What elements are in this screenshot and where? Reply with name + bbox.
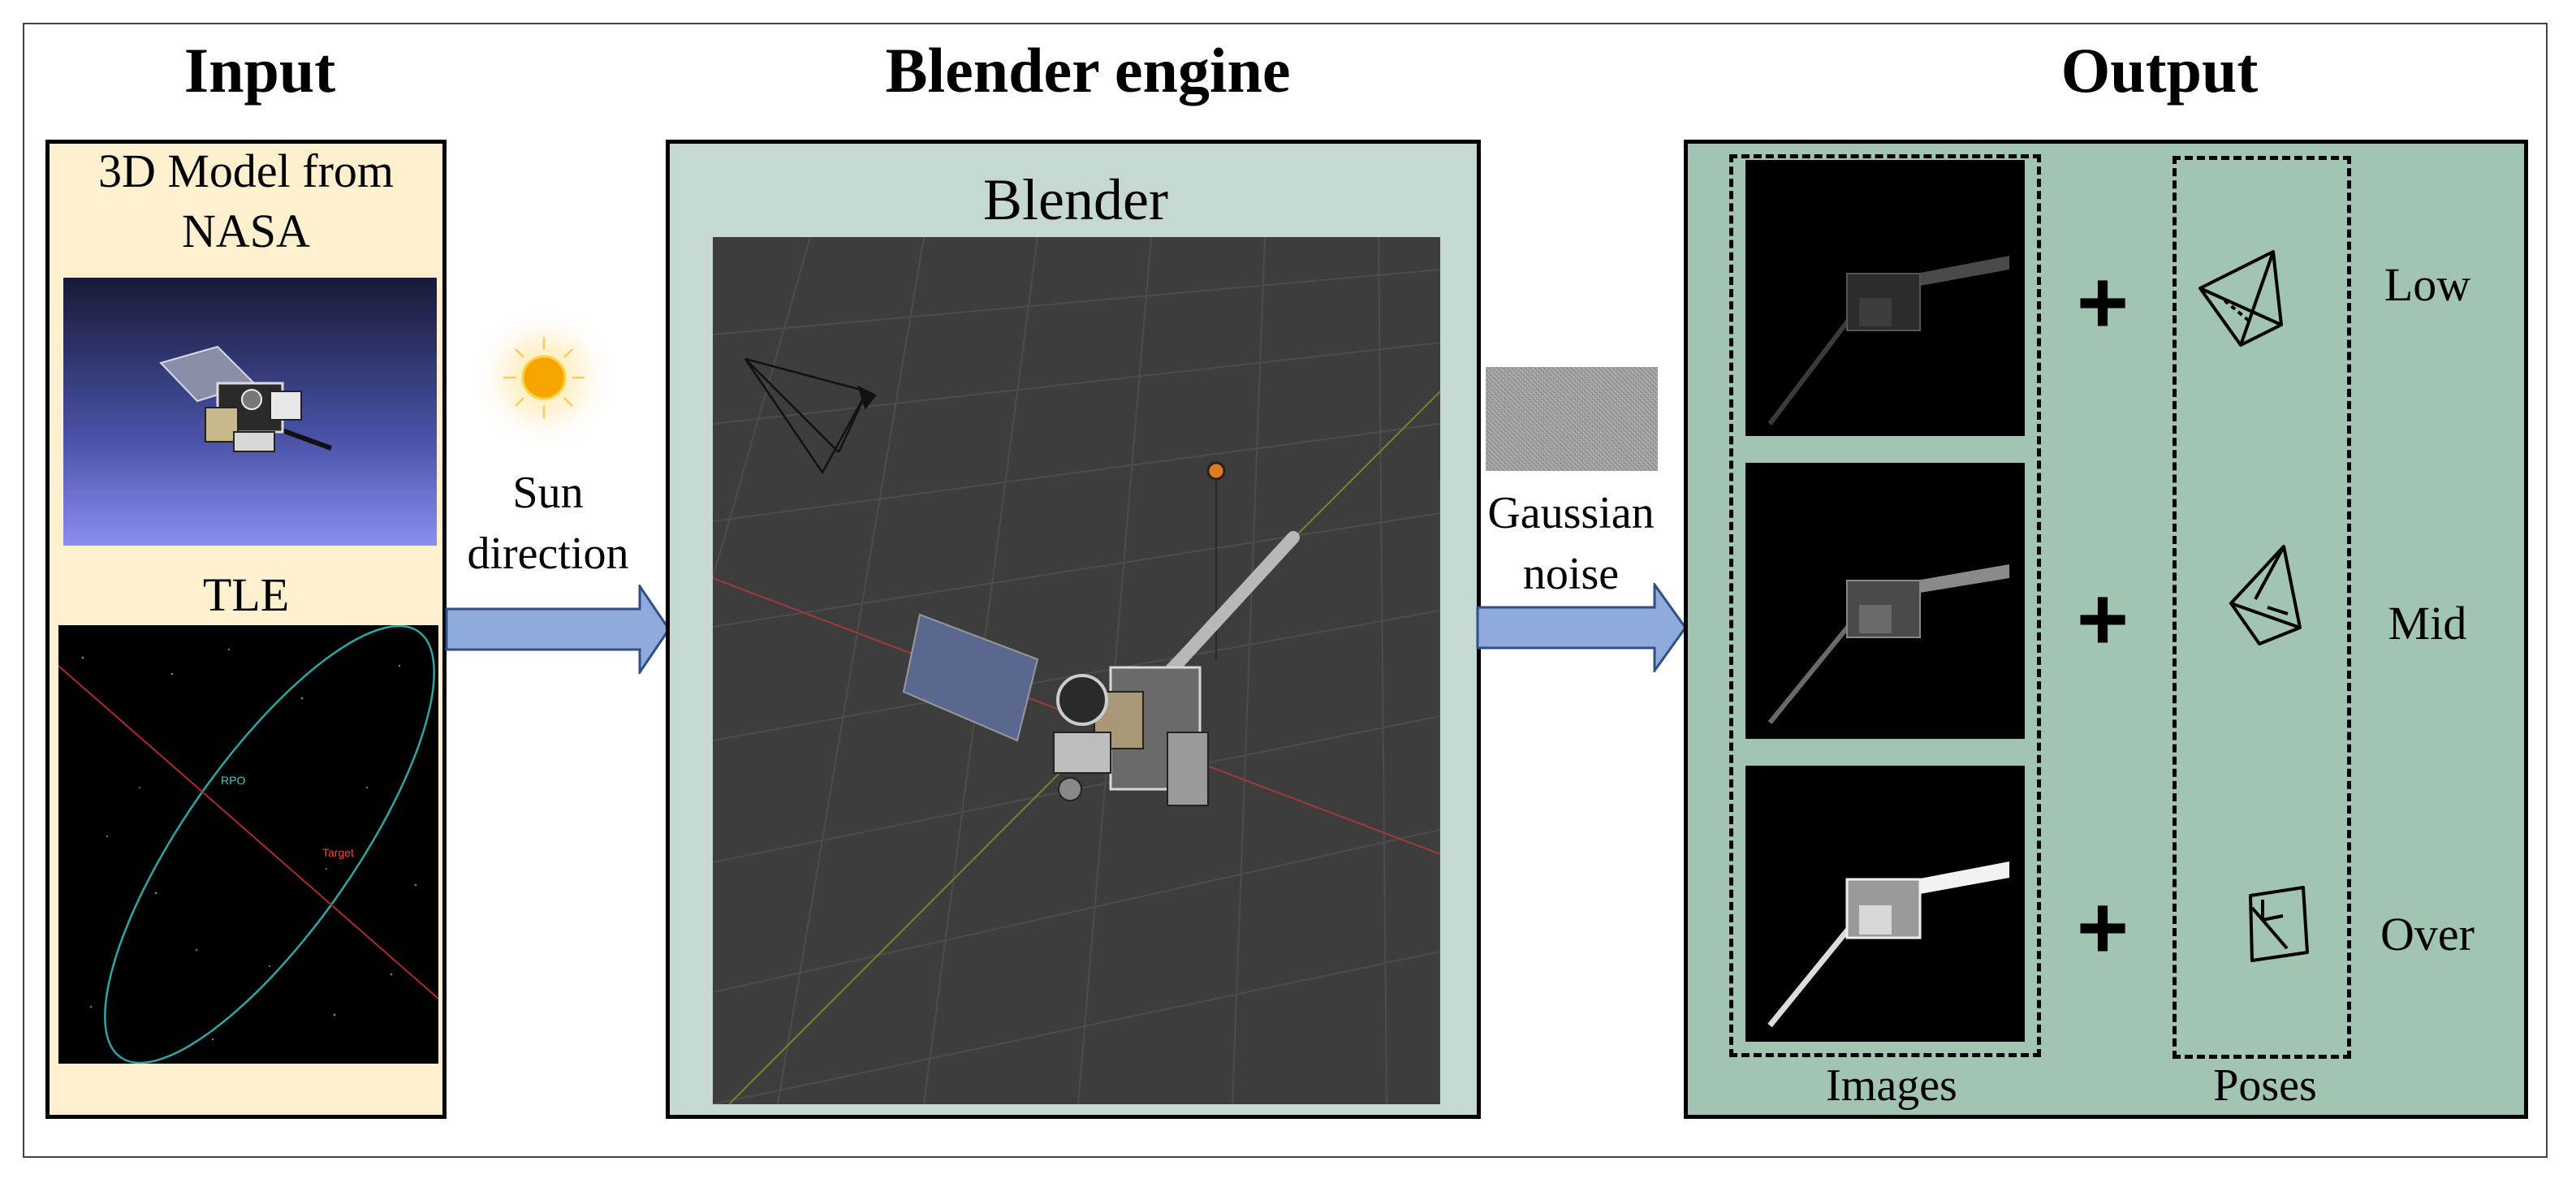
gaussian-noise-patch: [1486, 367, 1658, 471]
target-line: [58, 665, 438, 1000]
output-image-mid: [1745, 463, 2025, 739]
light-icon: [1206, 461, 1226, 481]
nasa-model-render: [63, 278, 437, 546]
poses-label: Poses: [2213, 1060, 2317, 1111]
outer-frame: [23, 23, 2548, 1158]
camera-icon: [744, 357, 877, 475]
level-label-mid: Mid: [2388, 597, 2467, 650]
plus-sign-over: +: [2076, 878, 2129, 978]
blender-window-label: Blender: [983, 167, 1168, 232]
model-label-line2: NASA: [182, 205, 310, 257]
output-image-low: [1745, 160, 2025, 436]
blender-viewport: [713, 237, 1440, 1104]
output-image-over: [1745, 766, 2025, 1042]
poses-group-box: [2173, 156, 2351, 1059]
pose-icon-low: [2198, 250, 2283, 347]
pose-icon-mid: [2229, 545, 2302, 645]
level-label-over: Over: [2380, 908, 2475, 961]
satellite-solar-panel: [902, 613, 1039, 742]
sun-icon: [521, 355, 567, 400]
noise-label-line2: noise: [1522, 549, 1620, 599]
sun-label-line2: direction: [467, 529, 629, 579]
arrow-engine-to-output: [1476, 583, 1687, 672]
orbit-ellipse: [104, 625, 435, 1064]
images-label: Images: [1826, 1060, 1957, 1111]
satellite-boom: [1149, 531, 1300, 694]
tle-orbit-view: RPO Target: [58, 625, 438, 1064]
orbit-label-rpo: RPO: [221, 774, 245, 787]
plus-sign-low: +: [2076, 253, 2129, 352]
model-label-line1: 3D Model from: [97, 145, 395, 197]
plus-sign-mid: +: [2076, 569, 2129, 669]
viewport-grid: [713, 237, 1440, 1104]
arrow-input-to-engine: [445, 585, 671, 674]
sun-glow: [475, 309, 613, 447]
noise-label-line1: Gaussian: [1487, 488, 1655, 538]
level-label-low: Low: [2384, 258, 2471, 311]
sun-label-line1: Sun: [512, 468, 584, 518]
title-blender-engine: Blender engine: [885, 35, 1291, 106]
orbit-label-target: Target: [322, 846, 354, 859]
title-output: Output: [2060, 35, 2259, 106]
title-input: Input: [183, 35, 336, 106]
images-group-box: [1729, 154, 2041, 1057]
pose-icon-over: [2249, 886, 2309, 962]
tle-label: TLE: [202, 568, 290, 621]
